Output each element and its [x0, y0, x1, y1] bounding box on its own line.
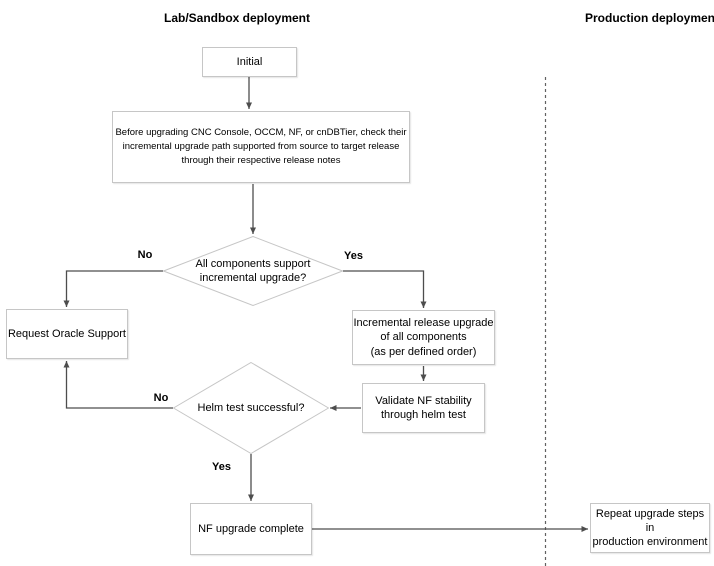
diamond-shape	[173, 362, 329, 454]
edge-decision-no-to-support	[63, 270, 163, 307]
decision-label: All components support incremental upgra…	[195, 257, 311, 284]
decision-label: Helm test successful?	[197, 401, 305, 414]
edge-decision-yes-to-incremental	[343, 270, 427, 308]
lab-column-title: Lab/Sandbox deployment	[163, 11, 310, 25]
node-repeat-production-upgrade: Repeat upgrade steps in production envir…	[590, 503, 710, 553]
decision-helm-test-successful: Helm test successful?	[173, 362, 329, 454]
edge-label-helm-yes: Yes	[212, 461, 231, 473]
node-request-oracle-support: Request Oracle Support	[6, 309, 128, 359]
decision-all-components-support: All components support incremental upgra…	[163, 236, 343, 306]
node-nf-upgrade-complete: NF upgrade complete	[190, 503, 312, 555]
node-incremental-release-upgrade: Incremental release upgrade of all compo…	[352, 310, 495, 365]
edge-helm-no-to-support	[63, 361, 173, 409]
node-check-upgrade-path: Before upgrading CNC Console, OCCM, NF, …	[112, 111, 410, 183]
production-column-title: Production deployment	[585, 11, 714, 25]
diamond-shape	[163, 236, 343, 306]
edge-label-components-no: No	[137, 249, 153, 261]
edge-label-helm-no: No	[153, 392, 169, 404]
node-initial: Initial	[202, 47, 297, 77]
edge-label-components-yes: Yes	[344, 250, 363, 262]
node-validate-nf-stability: Validate NF stability through helm test	[362, 383, 485, 433]
